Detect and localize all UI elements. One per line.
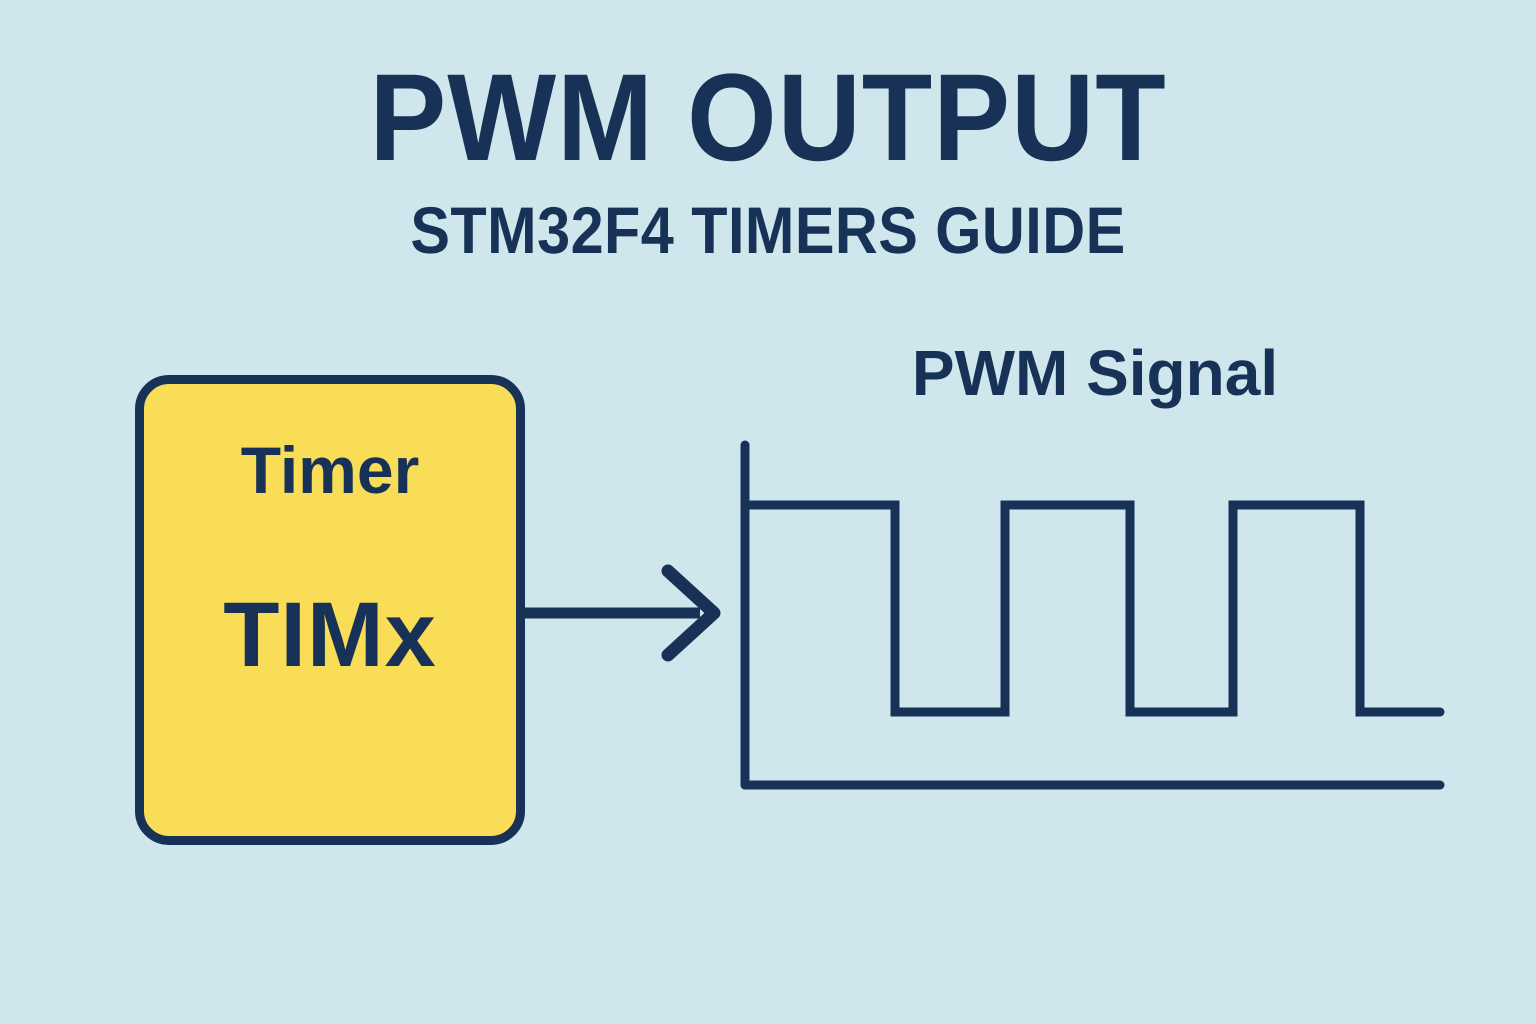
connector-arrow-head-icon: [661, 564, 721, 662]
timer-block-bottom-label: TIMx: [223, 584, 437, 686]
pwm-signal-caption: PWM Signal: [911, 337, 1279, 409]
timer-block-top-label: Timer: [240, 433, 420, 507]
timer-block: Timer TIMx: [135, 375, 525, 845]
page-subtitle: STM32F4 TIMERS GUIDE: [410, 193, 1126, 267]
pwm-waveform-trace: [740, 500, 1445, 717]
page-title: PWM OUTPUT: [369, 49, 1167, 187]
